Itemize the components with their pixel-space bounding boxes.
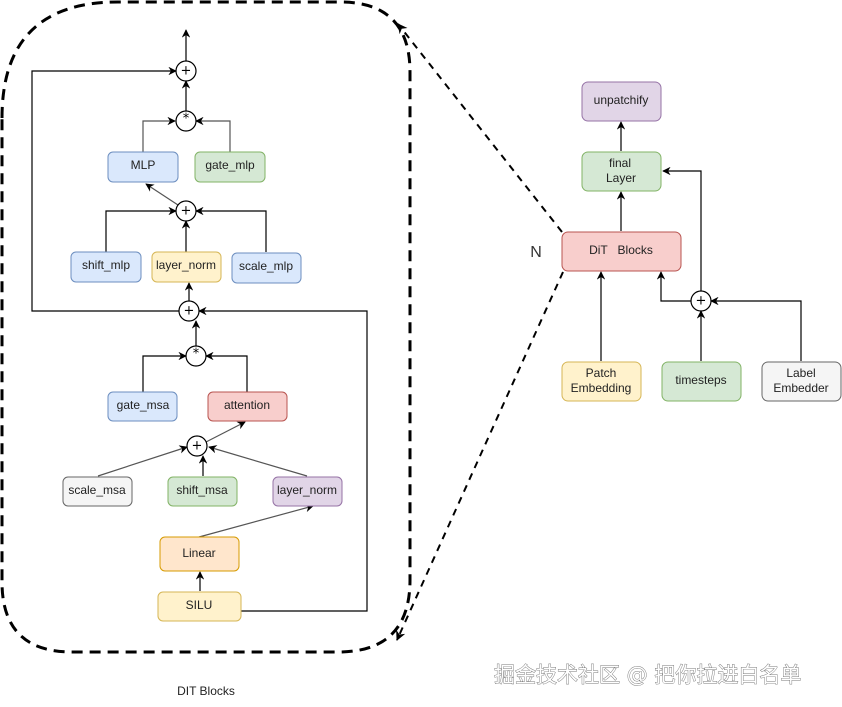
node-layer-norm-mlp: layer_norm [151,251,222,283]
add-op-residual-msa: + [178,300,200,322]
repeat-count-label: N [530,244,542,261]
mul-symbol: * [193,347,200,362]
node-layer-norm-msa: layer_norm [272,476,343,507]
add-symbol: + [696,294,707,309]
node-label-embedder: Label Embedder [761,361,842,402]
node-dit-blocks-label: DiT Blocks [589,243,653,257]
node-dit-blocks: DiT Blocks [561,231,682,272]
node-unpatchify-label: unpatchify [594,93,649,107]
mul-symbol: * [183,112,190,127]
node-linear: Linear [159,536,240,572]
node-silu-label: SILU [186,598,213,612]
diagram-caption: DIT Blocks [177,684,235,698]
add-op-modulate-msa: + [186,435,208,457]
node-scale-msa-label: scale_msa [68,483,126,497]
node-final-layer: final Layer [581,151,662,192]
node-mlp-label: MLP [131,158,156,172]
node-final-layer-label-2: Layer [606,171,636,185]
node-mlp: MLP [107,151,179,183]
zoom-connector-bottom [396,271,564,641]
node-attention: attention [207,391,288,422]
node-attention-label: attention [224,398,270,412]
dit-block-edges [31,29,368,612]
node-final-layer-label-1: final [609,156,631,170]
zoom-connector-top [397,23,563,233]
add-op-output: + [175,60,197,82]
node-layer-norm-msa-label: layer_norm [277,483,337,497]
node-gate-mlp: gate_mlp [194,151,266,183]
node-gate-mlp-label: gate_mlp [205,158,255,172]
add-symbol: + [192,439,203,454]
node-shift-mlp-label: shift_mlp [82,258,130,272]
mul-op-msa: * [185,345,207,367]
node-patch-embedding-label-1: Patch [586,366,617,380]
add-symbol: + [184,304,195,319]
node-shift-msa-label: shift_msa [176,483,228,497]
overview-edges [596,121,802,361]
node-shift-msa: shift_msa [167,476,238,507]
node-timesteps-label: timesteps [675,373,726,387]
node-linear-label: Linear [182,546,215,560]
add-symbol: + [181,204,192,219]
node-label-embedder-label-2: Embedder [773,381,828,395]
node-scale-mlp: scale_mlp [231,252,302,284]
add-symbol: + [181,64,192,79]
node-layer-norm-mlp-label: layer_norm [156,258,216,272]
add-op-modulate-mlp: + [175,200,197,222]
node-label-embedder-label-1: Label [786,366,815,380]
node-silu: SILU [157,591,242,622]
node-scale-mlp-label: scale_mlp [239,259,293,273]
node-patch-embedding: Patch Embedding [561,361,642,402]
mul-op-mlp: * [175,110,197,132]
node-gate-msa-label: gate_msa [117,398,170,412]
watermark: 掘金技术社区 @ 把你拉进白名单 [494,663,801,687]
node-patch-embedding-label-2: Embedding [571,381,632,395]
node-scale-msa: scale_msa [62,476,133,507]
node-gate-msa: gate_msa [107,391,178,422]
add-op-conditioning: + [690,290,712,312]
node-unpatchify: unpatchify [581,81,662,122]
node-timesteps: timesteps [661,361,742,402]
node-shift-mlp: shift_mlp [70,251,142,283]
dit-block-container [0,0,412,654]
